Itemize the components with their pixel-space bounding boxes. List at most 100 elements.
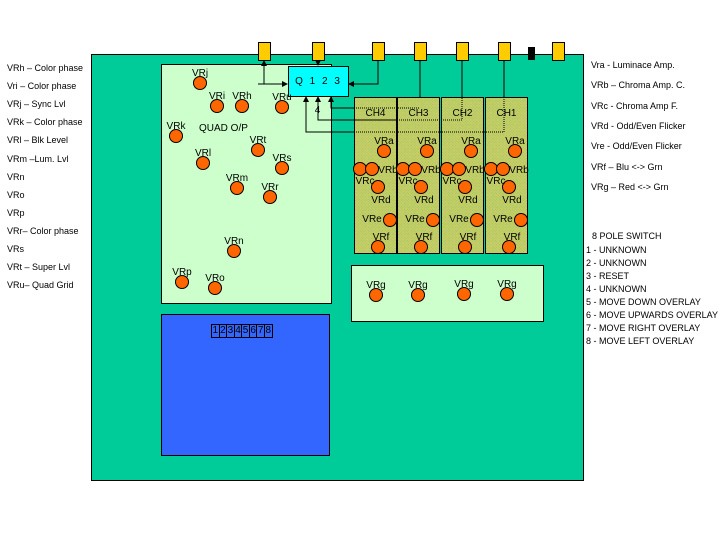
pot-label: VRa xyxy=(505,136,525,147)
switch-item: 4 - UNKNOWN xyxy=(586,284,647,294)
dip-position[interactable]: 8 xyxy=(265,325,271,336)
pot-label: VRc xyxy=(355,176,375,187)
pot-label: VRc xyxy=(398,176,418,187)
potentiometer[interactable] xyxy=(500,287,514,301)
potentiometer[interactable] xyxy=(275,161,289,175)
potentiometer[interactable] xyxy=(175,275,189,289)
dip-position[interactable]: 6 xyxy=(250,325,258,337)
quad-label: QUAD O/P xyxy=(199,123,248,134)
potentiometer[interactable] xyxy=(235,99,249,113)
legend-item: VRu– Quad Grid xyxy=(7,280,74,291)
pot-label: VRd xyxy=(458,195,478,206)
pot-label: VRr xyxy=(261,182,279,193)
potentiometer[interactable] xyxy=(452,162,466,176)
channel-ch1: CH1 xyxy=(485,97,528,254)
pot-label: VRa xyxy=(374,136,394,147)
dip-position[interactable]: 4 xyxy=(235,325,243,337)
switch-title: 8 POLE SWITCH xyxy=(592,231,662,241)
channel-label: CH1 xyxy=(496,108,517,119)
switch-item: 3 - RESET xyxy=(586,271,630,281)
pot-label: VRa xyxy=(417,136,437,147)
potentiometer[interactable] xyxy=(426,213,440,227)
legend-item: VRh – Color phase xyxy=(7,63,84,73)
potentiometer[interactable] xyxy=(457,287,471,301)
pot-label: VRc xyxy=(442,176,462,187)
potentiometer[interactable] xyxy=(508,144,522,158)
potentiometer[interactable] xyxy=(196,156,210,170)
potentiometer[interactable] xyxy=(169,129,183,143)
channel-label: CH3 xyxy=(408,108,429,119)
potentiometer[interactable] xyxy=(275,100,289,114)
pot-label: VRf xyxy=(372,232,390,243)
potentiometer[interactable] xyxy=(227,244,241,258)
potentiometer[interactable] xyxy=(458,180,472,194)
potentiometer[interactable] xyxy=(420,144,434,158)
switch-item: 2 - UNKNOWN xyxy=(586,258,647,268)
potentiometer[interactable] xyxy=(502,240,516,254)
connector xyxy=(552,42,565,61)
pot-label: VRf xyxy=(503,232,521,243)
potentiometer[interactable] xyxy=(230,181,244,195)
potentiometer[interactable] xyxy=(458,240,472,254)
pot-label: VRc xyxy=(486,176,506,187)
potentiometer[interactable] xyxy=(251,143,265,157)
pot-label: VRg xyxy=(366,280,386,291)
potentiometer[interactable] xyxy=(208,281,222,295)
pot-label: VRb xyxy=(378,165,398,176)
pot-label: VRp xyxy=(172,267,192,278)
pot-label: VRj xyxy=(191,68,209,79)
potentiometer[interactable] xyxy=(414,180,428,194)
potentiometer[interactable] xyxy=(371,180,385,194)
legend-item: VRr– Color phase xyxy=(7,225,79,236)
legend-item: VRt – Super Lvl xyxy=(7,262,71,273)
potentiometer[interactable] xyxy=(411,288,425,302)
dip-position[interactable]: 2 xyxy=(220,325,228,337)
legend-item: VRl – Blk Level xyxy=(7,135,69,146)
potentiometer[interactable] xyxy=(496,162,510,176)
pot-label: VRe xyxy=(449,214,469,225)
legend-item: VRc - Chroma Amp F. xyxy=(591,100,679,111)
pot-label: VRb xyxy=(509,165,529,176)
legend-item: Vre - Odd/Even Flicker xyxy=(591,141,682,152)
legend-item: VRj – Sync Lvl xyxy=(7,99,66,110)
legend-item: VRm –Lum. Lvl xyxy=(7,153,69,164)
dip-position[interactable]: 1 xyxy=(212,325,220,337)
potentiometer[interactable] xyxy=(365,162,379,176)
potentiometer[interactable] xyxy=(514,213,528,227)
potentiometer[interactable] xyxy=(369,288,383,302)
pot-label: VRu xyxy=(272,92,292,103)
legend-item: Vri – Color phase xyxy=(7,81,77,92)
legend-item: VRs xyxy=(7,244,25,254)
potentiometer[interactable] xyxy=(414,240,428,254)
switch-item: 8 - MOVE LEFT OVERLAY xyxy=(586,336,695,346)
potentiometer[interactable] xyxy=(408,162,422,176)
switch-item: 6 - MOVE UPWARDS OVERLAY xyxy=(586,310,719,320)
switch-item: 7 - MOVE RIGHT OVERLAY xyxy=(586,323,701,333)
pot-label: VRe xyxy=(493,214,513,225)
potentiometer[interactable] xyxy=(377,144,391,158)
dip-position[interactable]: 5 xyxy=(242,325,250,337)
potentiometer[interactable] xyxy=(371,240,385,254)
pot-label: VRg xyxy=(497,279,517,290)
potentiometer[interactable] xyxy=(383,213,397,227)
pot-label: VRi xyxy=(208,91,226,102)
channel-label: CH2 xyxy=(452,108,473,119)
channel-label: CH4 xyxy=(365,108,386,119)
potentiometer[interactable] xyxy=(210,99,224,113)
potentiometer[interactable] xyxy=(464,144,478,158)
pot-label: VRg xyxy=(454,279,474,290)
legend-item: VRo xyxy=(7,189,25,200)
potentiometer[interactable] xyxy=(263,190,277,204)
potentiometer[interactable] xyxy=(193,76,207,90)
dip-position[interactable]: 7 xyxy=(257,325,265,337)
pot-label: VRs xyxy=(272,153,292,164)
black-connector xyxy=(528,47,535,60)
pot-label: VRe xyxy=(405,214,425,225)
pot-label: VRa xyxy=(461,136,481,147)
potentiometer[interactable] xyxy=(470,213,484,227)
pot-label: VRn xyxy=(224,236,244,247)
dip-position[interactable]: 3 xyxy=(227,325,235,337)
potentiometer[interactable] xyxy=(502,180,516,194)
